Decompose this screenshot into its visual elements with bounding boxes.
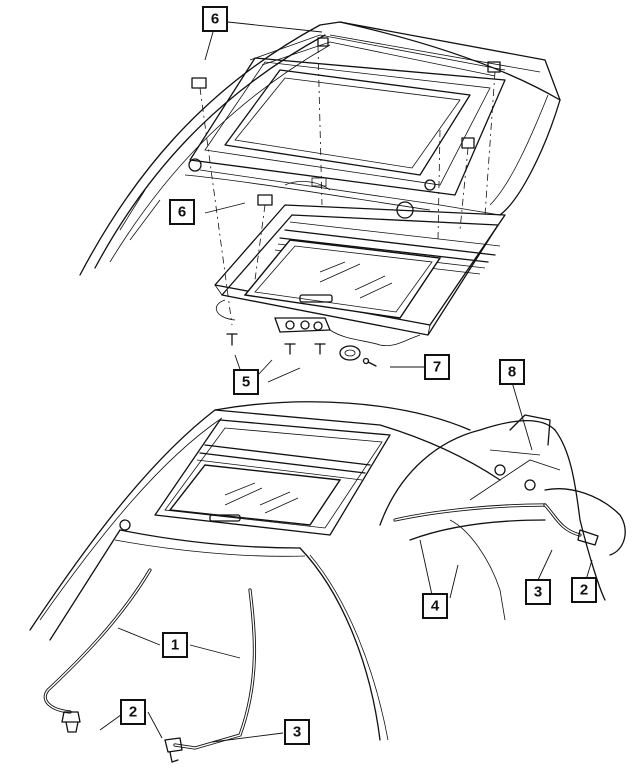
roof-panel-top xyxy=(79,21,561,276)
drain-hose-front xyxy=(43,568,257,750)
screw-fasteners xyxy=(226,333,377,367)
callout-7-text: 7 xyxy=(433,359,441,376)
callout-6-mid: 6 xyxy=(169,199,195,225)
callout-2-right-text: 2 xyxy=(580,582,588,599)
callout-2-bottom: 2 xyxy=(120,699,146,725)
callout-3-right-text: 3 xyxy=(534,584,542,601)
callout-7: 7 xyxy=(424,354,450,380)
callout-5-text: 5 xyxy=(242,374,250,391)
callout-6-top: 6 xyxy=(202,6,228,32)
callout-6-mid-text: 6 xyxy=(178,204,186,221)
assembly-guide-lines xyxy=(199,45,496,326)
roof-panel-bottom xyxy=(29,401,626,741)
callout-8: 8 xyxy=(499,359,525,385)
drain-valve-clips xyxy=(61,711,183,763)
callout-5: 5 xyxy=(233,369,259,395)
callout-3-bottom: 3 xyxy=(284,719,310,745)
callout-1: 1 xyxy=(162,632,188,658)
callout-2-right: 2 xyxy=(571,577,597,603)
callout-8-text: 8 xyxy=(508,364,516,381)
callout-6-top-text: 6 xyxy=(211,11,219,28)
callout-1-text: 1 xyxy=(171,637,179,654)
callout-3-bottom-text: 3 xyxy=(293,724,301,741)
sunroof-module xyxy=(214,204,506,367)
callout-2-bottom-text: 2 xyxy=(129,704,137,721)
callout-4: 4 xyxy=(422,593,448,619)
callout-3-right: 3 xyxy=(525,579,551,605)
leader-lines xyxy=(99,21,593,743)
callout-4-text: 4 xyxy=(431,598,440,615)
